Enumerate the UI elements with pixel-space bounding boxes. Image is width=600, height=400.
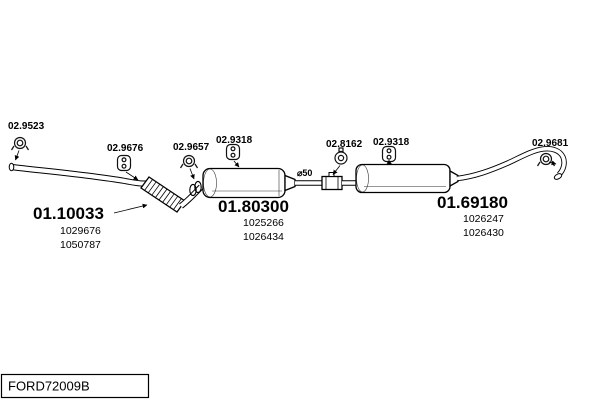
- centre-muffler-outlet-cone: [284, 174, 296, 192]
- fastener-label: 02.9318: [216, 135, 253, 146]
- assembly-ref: 1026434: [243, 231, 284, 243]
- fastener-label: 02.9657: [173, 142, 210, 153]
- fastener-label: 02.9681: [532, 138, 569, 149]
- pipe-diameter-label: ⌀50: [297, 168, 312, 178]
- assembly-ref: 1026247: [463, 213, 504, 225]
- front-pipe-open-end: [8, 162, 15, 172]
- intermediate-pipe: [179, 180, 204, 209]
- assembly-ref: 1026430: [463, 227, 504, 239]
- rear-muffler: [355, 163, 459, 194]
- rubber-hanger-icon: [116, 154, 132, 172]
- assembly-id: 01.80300: [218, 197, 289, 216]
- assembly-front-pipe-labels: 01.10033 1029676 1050787: [33, 204, 104, 251]
- pipe-clamp-ring: [194, 180, 202, 194]
- tail-pipe-tip: [553, 173, 563, 180]
- rear-muffler-outlet-cone: [449, 169, 459, 188]
- assembly-id: 01.10033: [33, 204, 104, 223]
- fastener-label: 02.9676: [107, 143, 144, 154]
- clamp-icon: [179, 154, 199, 169]
- front-pipe: [8, 162, 147, 187]
- flex-pipe-section: [140, 176, 186, 213]
- coupling-sleeve: [321, 172, 343, 191]
- fastener-label: 02.8162: [326, 139, 363, 150]
- fastener-label: 02.9318: [373, 137, 410, 148]
- centre-muffler: [202, 167, 296, 199]
- assembly-ref: 1025266: [243, 217, 284, 229]
- assembly-ref: 1029676: [60, 225, 101, 237]
- assembly-ref: 1050787: [60, 239, 101, 251]
- clamp-icon: [536, 152, 556, 167]
- rubber-hanger-icon: [381, 145, 397, 163]
- clamp-icon: [10, 136, 30, 151]
- leader-lines: [14, 150, 557, 214]
- grommet-hanger-icon: [334, 147, 348, 165]
- diagram-code-box: FORD72009B: [0, 373, 150, 399]
- pipe-clamp-ring: [189, 183, 197, 197]
- tail-pipe: [456, 146, 567, 182]
- diagram-code: FORD72009B: [8, 379, 90, 394]
- fastener-label: 02.9523: [8, 121, 45, 132]
- assembly-rear-muffler-labels: 01.69180 1026247 1026430: [437, 193, 508, 239]
- assembly-centre-muffler-labels: 01.80300 1025266 1026434: [218, 197, 289, 243]
- assembly-id: 01.69180: [437, 193, 508, 212]
- rubber-hanger-icon: [225, 143, 241, 161]
